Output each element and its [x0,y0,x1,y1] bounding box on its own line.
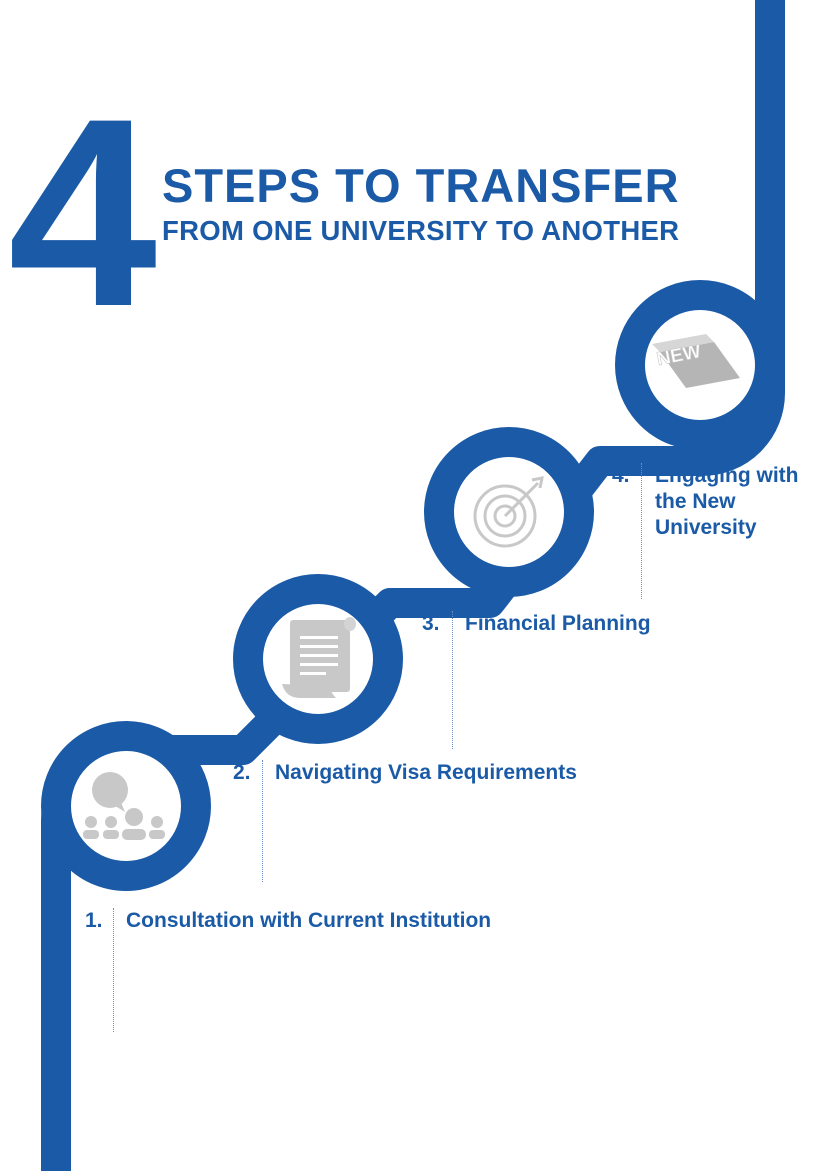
step-3-label: Financial Planning [465,612,651,635]
step-1-number: 1. [85,909,103,932]
staircase-band [41,0,785,1171]
step-4-circle: NEW [615,280,785,450]
step-1-circle [41,721,211,891]
step-4-label-line-1: Engaging with [655,464,799,487]
big-step-count: 4 [8,62,157,362]
step-1-label: Consultation with Current Institution [126,909,492,932]
step-4-label-line-2: the New [655,490,736,513]
document-scroll-icon [282,617,356,698]
step-2-number: 2. [233,761,251,784]
target-icon [473,476,544,548]
step-1-divider [113,908,114,1032]
step-2-circle [233,574,403,744]
step-3-divider [452,611,453,749]
page-title: STEPS TO TRANSFER [162,159,680,212]
step-2-divider [262,760,263,882]
meeting-people-icon [83,772,165,840]
step-4-divider [641,463,642,599]
step-4-label-line-3: University [655,516,757,539]
step-2-label: Navigating Visa Requirements [275,761,577,784]
step-4-number: 4. [612,464,630,487]
new-badge-icon: NEW [652,334,740,388]
page-subtitle: FROM ONE UNIVERSITY TO ANOTHER [162,215,680,246]
step-3-circle [424,427,594,597]
step-3-number: 3. [422,612,440,635]
